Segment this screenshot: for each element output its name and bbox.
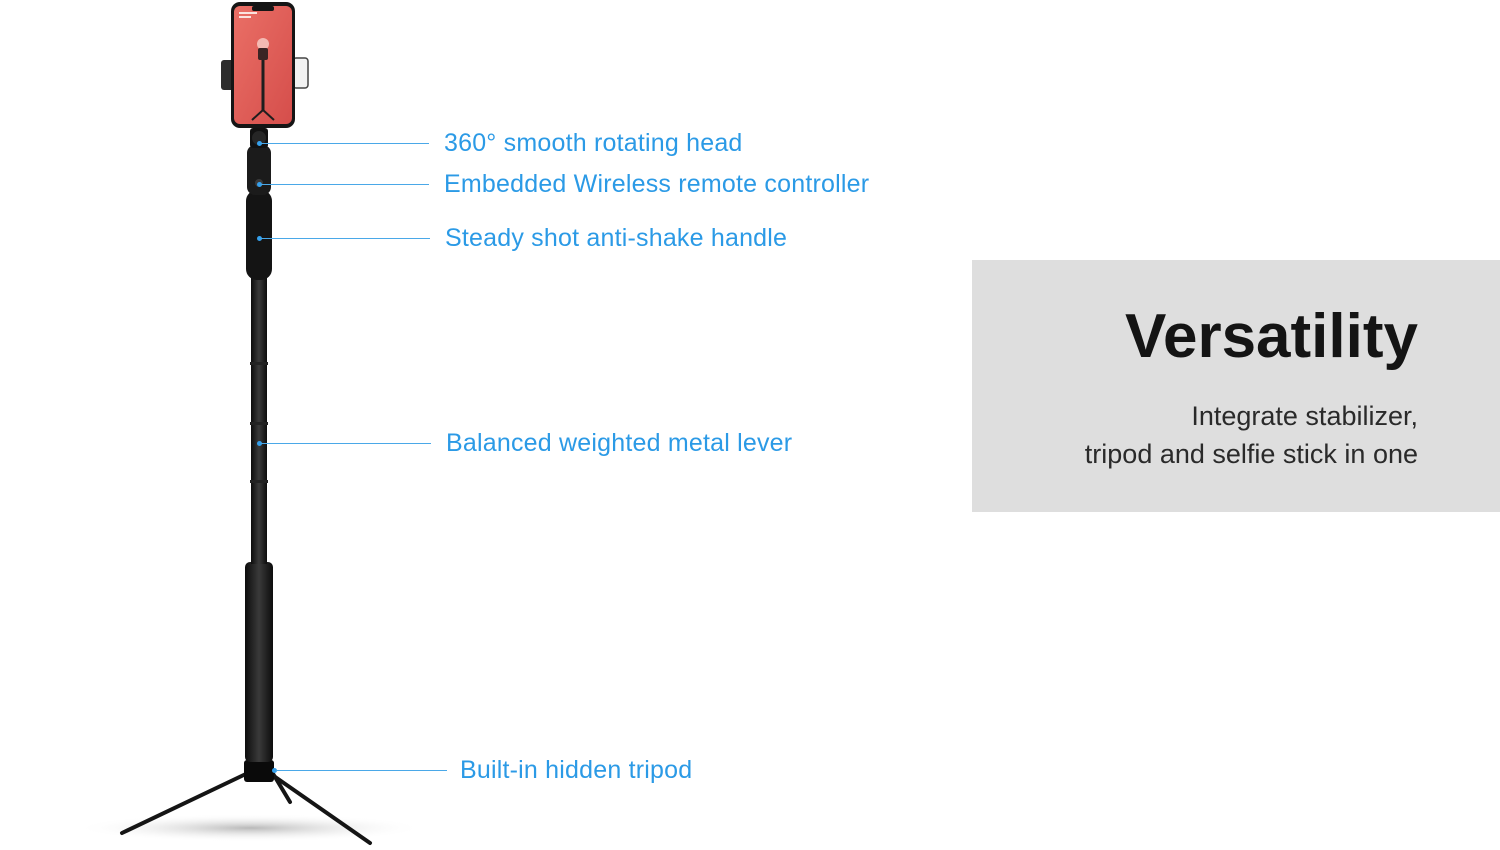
callout-line-lever [261,443,431,444]
remote-controller [247,145,271,195]
selfie-stick-tripod-illustration [75,2,425,845]
panel-subtitle-line2: tripod and selfie stick in one [1084,439,1418,469]
callout-label-tripod: Built-in hidden tripod [460,756,693,784]
smartphone-illustration [231,2,295,128]
tripod-collar [244,760,274,782]
callout-label-head: 360° smooth rotating head [444,129,743,157]
callout-line-remote [261,184,429,185]
pole-section [251,272,267,564]
tripod-legs [120,770,372,845]
callout-label-handle: Steady shot anti-shake handle [445,224,788,252]
info-panel: Versatility Integrate stabilizer, tripod… [972,260,1500,512]
panel-title: Versatility [1125,302,1418,371]
callout-dot-remote [257,182,262,187]
lower-tube [245,562,273,762]
callout-dot-handle [257,236,262,241]
callout-dot-tripod [272,768,277,773]
callout-dot-head [257,141,262,146]
callout-dot-lever [257,441,262,446]
callout-line-handle [261,238,430,239]
panel-subtitle-line1: Integrate stabilizer, [1191,401,1418,431]
callout-line-head [261,143,429,144]
ground-shadow [75,814,425,842]
callout-label-lever: Balanced weighted metal lever [446,429,793,457]
callout-line-tripod [276,770,447,771]
callout-label-remote: Embedded Wireless remote controller [444,170,870,198]
handle-grip [246,190,272,280]
